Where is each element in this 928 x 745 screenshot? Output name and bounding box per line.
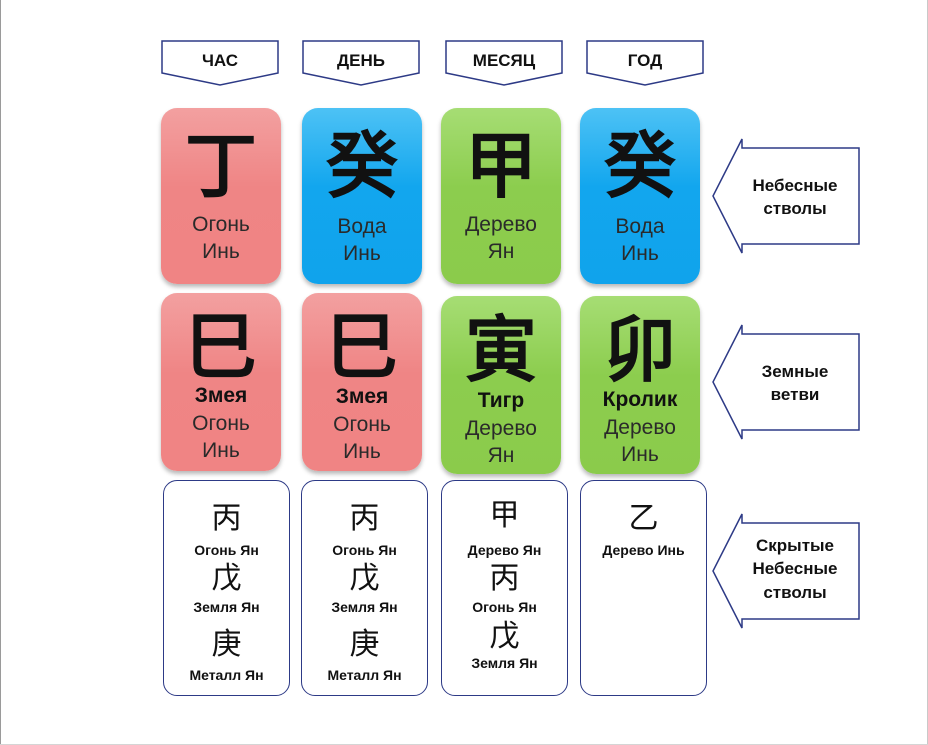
- header-day: ДЕНЬ: [302, 40, 420, 86]
- branch-glyph: 寅: [464, 308, 537, 392]
- hidden-stem-glyph: 戊: [211, 561, 242, 596]
- down-arrow-shape: [586, 40, 704, 86]
- stem-polarity: Инь: [202, 240, 240, 263]
- hidden-stem-glyph: 甲: [489, 498, 520, 533]
- left-arrow-shape: [712, 324, 860, 440]
- branch-element: Дерево: [465, 417, 537, 440]
- row-label-line: ветви: [770, 385, 820, 404]
- stem-card-month: 甲 Дерево Ян: [441, 108, 561, 284]
- row-label-line: стволы: [763, 583, 827, 602]
- stem-element: Вода: [337, 215, 387, 238]
- left-arrow-shape: [712, 513, 860, 629]
- stem-element: Огонь: [192, 213, 250, 236]
- stem-polarity: Инь: [343, 242, 381, 265]
- down-arrow-shape: [161, 40, 279, 86]
- branch-card-hour: 巳 Змея Огонь Инь: [161, 293, 281, 471]
- hidden-stems-year: 乙 Дерево Инь: [580, 480, 707, 696]
- row-label-line: Небесные: [752, 559, 838, 578]
- stem-glyph: 丁: [184, 124, 257, 208]
- hidden-stem-glyph: 丙: [349, 501, 380, 536]
- branch-polarity: Ян: [487, 444, 515, 467]
- hidden-stems-day: 丙 Огонь Ян 戊 Земля Ян 庚 Металл Ян: [301, 480, 428, 696]
- hidden-stem-glyph: 戊: [489, 619, 520, 654]
- branch-animal: Змея: [335, 385, 389, 408]
- row-label-earthly-branches: Земные ветви: [712, 324, 860, 440]
- branch-polarity: Инь: [343, 440, 381, 463]
- stem-card-day: 癸 Вода Инь: [302, 108, 422, 284]
- stem-card-hour: 丁 Огонь Инь: [161, 108, 281, 284]
- header-month: МЕСЯЦ: [445, 40, 563, 86]
- down-arrow-shape: [302, 40, 420, 86]
- branch-glyph: 卯: [603, 308, 676, 392]
- left-arrow-shape: [712, 138, 860, 254]
- hidden-stem-label: Огонь Ян: [194, 542, 259, 558]
- header-day-label: ДЕНЬ: [337, 51, 385, 70]
- branch-polarity: Инь: [621, 443, 659, 466]
- row-label-line: Земные: [761, 362, 829, 381]
- hidden-stem-label: Земля Ян: [193, 599, 260, 615]
- branch-glyph: 巳: [325, 305, 398, 389]
- branch-polarity: Инь: [202, 439, 240, 462]
- hidden-stem-label: Земля Ян: [471, 655, 538, 671]
- row-label-hidden-stems: Скрытые Небесные стволы: [712, 513, 860, 629]
- hidden-stem-label: Земля Ян: [331, 599, 398, 615]
- stem-card-year: 癸 Вода Инь: [580, 108, 700, 284]
- header-year-label: ГОД: [627, 51, 663, 70]
- header-month-label: МЕСЯЦ: [472, 51, 536, 70]
- stem-element: Дерево: [465, 213, 537, 236]
- stem-glyph: 癸: [603, 124, 676, 208]
- branch-element: Огонь: [192, 412, 250, 435]
- hidden-stem-label: Дерево Ян: [467, 542, 542, 558]
- branch-card-year: 卯 Кролик Дерево Инь: [580, 296, 700, 474]
- hidden-stem-label: Огонь Ян: [472, 599, 537, 615]
- down-arrow-shape: [445, 40, 563, 86]
- hidden-stem-glyph: 丙: [489, 561, 520, 596]
- hidden-stem-label: Металл Ян: [327, 667, 402, 683]
- branch-animal: Кролик: [602, 388, 678, 411]
- branch-glyph: 巳: [184, 305, 257, 389]
- row-label-line: Скрытые: [756, 536, 834, 555]
- stem-polarity: Ян: [487, 240, 515, 263]
- header-hour-label: ЧАС: [201, 51, 239, 70]
- branch-card-month: 寅 Тигр Дерево Ян: [441, 296, 561, 474]
- header-hour: ЧАС: [161, 40, 279, 86]
- stem-element: Вода: [615, 215, 665, 238]
- hidden-stems-month: 甲 Дерево Ян 丙 Огонь Ян 戊 Земля Ян: [441, 480, 568, 696]
- row-label-line: стволы: [763, 199, 827, 218]
- row-label-heavenly-stems: Небесные стволы: [712, 138, 860, 254]
- hidden-stem-glyph: 乙: [628, 501, 659, 536]
- stem-glyph: 癸: [325, 124, 398, 208]
- branch-animal: Змея: [194, 384, 248, 407]
- branch-card-day: 巳 Змея Огонь Инь: [302, 293, 422, 471]
- stem-polarity: Инь: [621, 242, 659, 265]
- hidden-stem-label: Огонь Ян: [332, 542, 397, 558]
- stem-glyph: 甲: [464, 124, 537, 208]
- branch-element: Огонь: [333, 413, 391, 436]
- hidden-stem-label: Металл Ян: [189, 667, 264, 683]
- row-label-line: Небесные: [752, 176, 838, 195]
- header-year: ГОД: [586, 40, 704, 86]
- hidden-stem-glyph: 庚: [211, 627, 242, 662]
- hidden-stem-glyph: 庚: [349, 627, 380, 662]
- frame-left-border: [0, 0, 1, 745]
- hidden-stems-hour: 丙 Огонь Ян 戊 Земля Ян 庚 Металл Ян: [163, 480, 290, 696]
- branch-animal: Тигр: [477, 389, 525, 412]
- hidden-stem-glyph: 戊: [349, 561, 380, 596]
- hidden-stem-glyph: 丙: [211, 501, 242, 536]
- hidden-stem-label: Дерево Инь: [602, 542, 685, 558]
- branch-element: Дерево: [604, 416, 676, 439]
